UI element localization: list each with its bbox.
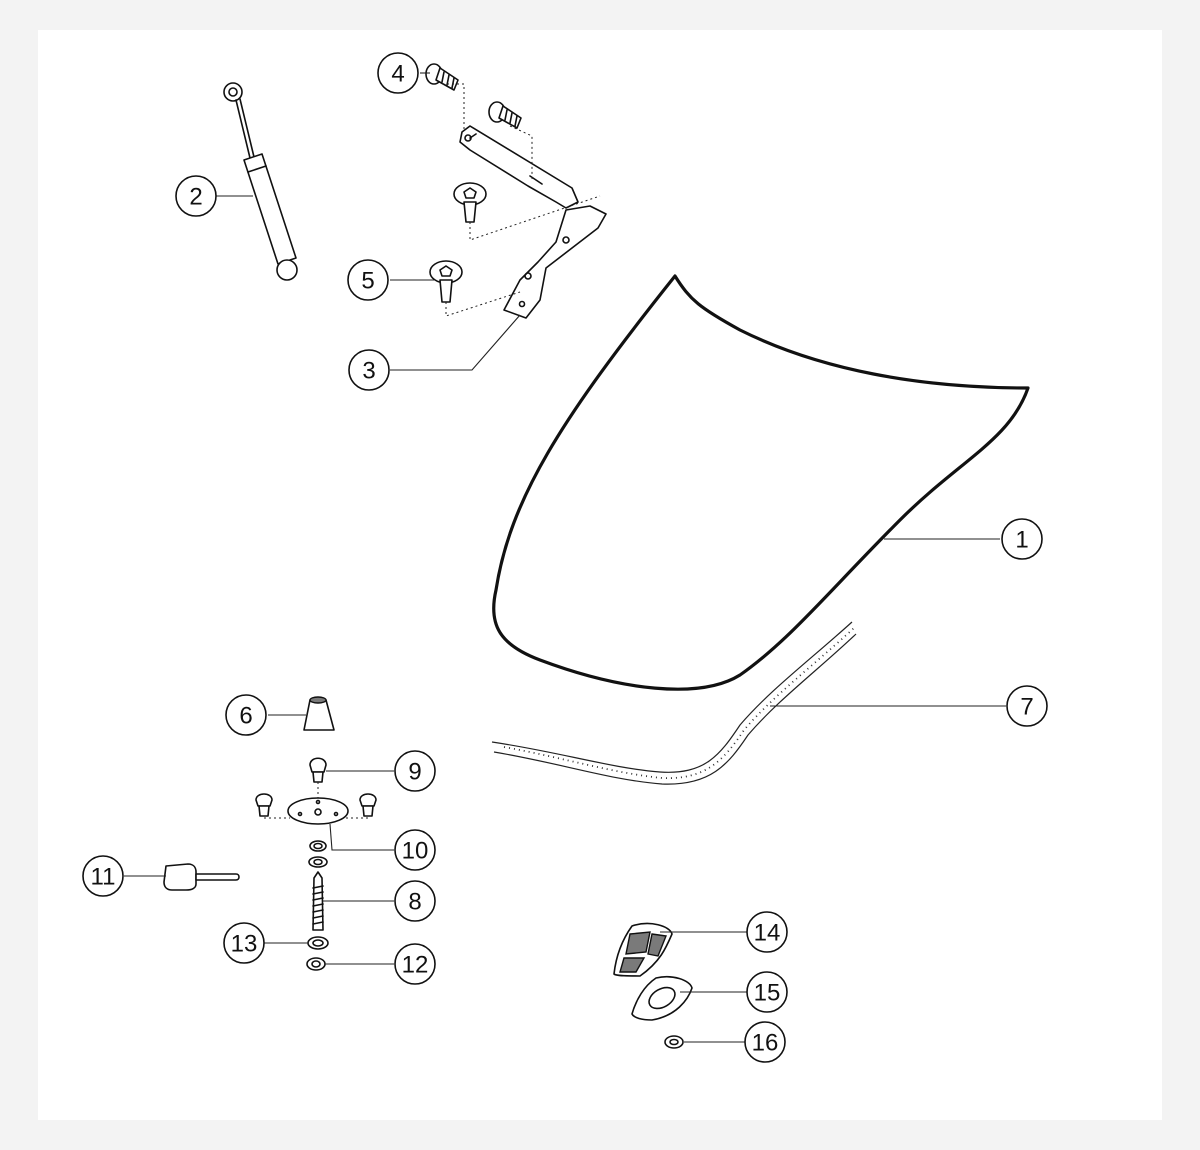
- washer-part-upper: [308, 856, 328, 868]
- callout-label: 14: [754, 920, 781, 947]
- callout-label: 15: [754, 980, 781, 1007]
- callout-label: 8: [408, 889, 421, 916]
- hood-part: [492, 274, 1030, 691]
- stud-part: [312, 871, 324, 931]
- callout-label: 5: [361, 268, 374, 295]
- callout-9: 9: [394, 750, 436, 792]
- nut-part-upper: [309, 840, 327, 852]
- screw-part-5: [429, 260, 463, 303]
- callout-label: 1: [1015, 527, 1028, 554]
- callout-1: 1: [1001, 518, 1043, 560]
- callout-5: 5: [347, 259, 389, 301]
- crest-seal-part: [631, 975, 693, 1021]
- callout-label: 9: [408, 759, 421, 786]
- plate-part: [287, 797, 349, 825]
- screw-part-a: [453, 182, 487, 223]
- crest-part: [613, 922, 673, 977]
- callout-label: 10: [402, 838, 429, 865]
- callout-label: 4: [391, 61, 404, 88]
- callout-16: 16: [744, 1021, 786, 1063]
- callout-3: 3: [348, 349, 390, 391]
- bolt-part-4b: [488, 101, 522, 129]
- callout-10: 10: [394, 829, 436, 871]
- callout-7: 7: [1006, 685, 1048, 727]
- callout-label: 2: [189, 184, 202, 211]
- leader-lines: [124, 72, 1006, 1043]
- buffer-part: [303, 696, 335, 731]
- callout-11: 11: [82, 855, 124, 897]
- callout-15: 15: [746, 971, 788, 1013]
- seal-strip-part: [491, 621, 857, 785]
- callout-13: 13: [223, 922, 265, 964]
- callout-label: 7: [1020, 694, 1033, 721]
- callout-4: 4: [377, 52, 419, 94]
- callout-14: 14: [746, 911, 788, 953]
- washer-part-13: [307, 936, 329, 950]
- callout-label: 11: [91, 864, 116, 891]
- callout-label: 3: [362, 358, 375, 385]
- pin-part-right: [359, 793, 377, 817]
- callout-12: 12: [394, 943, 436, 985]
- pin-part-9: [309, 757, 327, 783]
- release-handle-part: [163, 863, 240, 891]
- callout-label: 6: [239, 703, 252, 730]
- nut-part-12: [306, 957, 326, 971]
- callout-label: 13: [231, 931, 258, 958]
- callout-8: 8: [394, 880, 436, 922]
- callout-6: 6: [225, 694, 267, 736]
- clip-part: [664, 1035, 684, 1049]
- pin-part-left: [255, 793, 273, 817]
- callout-2: 2: [175, 175, 217, 217]
- gas-strut-part: [223, 82, 298, 281]
- callout-label: 16: [752, 1030, 779, 1057]
- callout-label: 12: [402, 952, 429, 979]
- bolt-part-4: [425, 63, 459, 91]
